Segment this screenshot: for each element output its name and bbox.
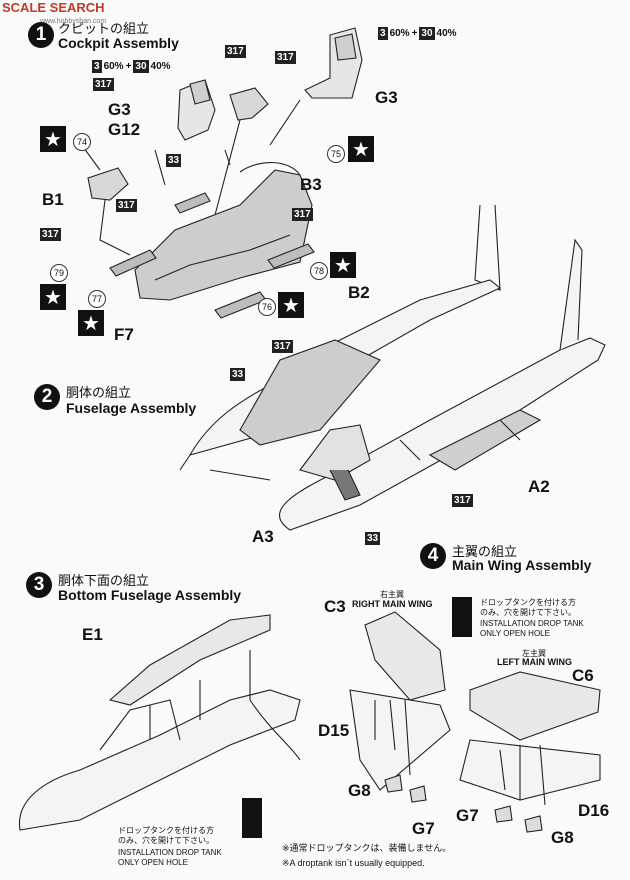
step-4-title-jp: 主翼の組立 (452, 545, 518, 560)
part-a2: A2 (528, 477, 550, 496)
bottom-fuselage-shape (18, 614, 301, 831)
seat-g3-left (177, 79, 216, 141)
step-3-title-en: Bottom Fuselage Assembly (58, 587, 242, 603)
watermark-url: www.hobbyshan.com (40, 18, 107, 25)
paint-317: 317 (292, 208, 313, 221)
decal-76: 76 (258, 298, 276, 316)
part-g7: G7 (456, 806, 479, 825)
part-g3: G3 (375, 88, 398, 107)
paint-317: 317 (40, 228, 61, 241)
left-wing-jp: 左主翼 (522, 649, 546, 658)
part-a3: A3 (252, 527, 274, 546)
step-4-title-en: Main Wing Assembly (452, 557, 592, 573)
drop-tank-icon (452, 597, 472, 637)
paint-33: 33 (166, 154, 182, 167)
footer-note-en: ※A droptank isn`t usually equipped. (282, 858, 425, 868)
drop-tank-note-en1: INSTALLATION DROP TANK (480, 619, 584, 628)
part-e1: E1 (82, 625, 103, 644)
star-icon: ★ (348, 136, 374, 162)
part-b1: B1 (42, 190, 64, 209)
star-icon: ★ (78, 310, 104, 336)
part-g12: G12 (108, 120, 141, 139)
drop-tank-note-en2: ONLY OPEN HOLE (480, 629, 550, 638)
part-c6: C6 (572, 666, 594, 685)
part-b3: B3 (300, 175, 322, 194)
decal-77: 77 (88, 290, 106, 308)
drop-tank-note-en1: INSTALLATION DROP TANK (118, 848, 222, 857)
drop-tank-note-jp2: のみ、穴を開けて下さい。 (118, 836, 214, 845)
drop-tank-note-jp1: ドロップタンクを付ける方 (118, 826, 214, 835)
paint-317: 317 (93, 78, 114, 91)
part-c3: C3 (324, 597, 346, 616)
paint-317: 317 (272, 340, 293, 353)
drop-tank-note-en2: ONLY OPEN HOLE (118, 858, 188, 867)
decal-74: 74 (73, 133, 91, 151)
part-d16: D16 (578, 801, 610, 820)
footer-note-jp: ※通常ドロップタンクは、装備しません。 (282, 844, 452, 854)
paint-317: 317 (275, 51, 296, 64)
part-g7: G7 (412, 819, 435, 838)
step-3-title-jp: 胴体下面の組立 (58, 574, 150, 589)
decal-78: 78 (310, 262, 328, 280)
right-wing-en: RIGHT MAIN WING (352, 599, 433, 609)
star-icon: ★ (40, 284, 66, 310)
part-g8: G8 (348, 781, 371, 800)
left-wing-en: LEFT MAIN WING (497, 657, 572, 667)
star-icon: ★ (40, 126, 66, 152)
star-icon: ★ (330, 252, 356, 278)
paint-33: 33 (230, 368, 246, 381)
part-g3: G3 (108, 100, 131, 119)
right-wing-jp: 右主翼 (380, 590, 404, 599)
seat-g3-right (304, 27, 363, 99)
star-icon: ★ (278, 292, 304, 318)
drop-tank-icon (242, 798, 262, 838)
step-1-title-en: Cockpit Assembly (58, 35, 179, 51)
step-3-number: 3 (26, 572, 52, 598)
step-2-title-jp: 胴体の組立 (66, 386, 132, 401)
paint-317: 317 (116, 199, 137, 212)
paint-33: 33 (365, 532, 381, 545)
part-b2: B2 (348, 283, 370, 302)
step-1-title-jp: クピットの組立 (58, 22, 150, 37)
part-f7: F7 (114, 325, 134, 344)
part-g8: G8 (551, 828, 574, 847)
step-4-number: 4 (420, 543, 446, 569)
step-2-number: 2 (34, 384, 60, 410)
step-2-title-en: Fuselage Assembly (66, 400, 197, 416)
watermark-logo: SCALE SEARCH (2, 0, 105, 15)
part-d15: D15 (318, 721, 350, 740)
decal-75: 75 (327, 145, 345, 163)
paint-317: 317 (225, 45, 246, 58)
decal-79: 79 (50, 264, 68, 282)
paint-317: 317 (452, 494, 473, 507)
drop-tank-note-jp1: ドロップタンクを付ける方 (480, 598, 576, 607)
fuselage-shape (179, 204, 606, 531)
step-1-number: 1 (28, 22, 54, 48)
drop-tank-note-jp2: のみ、穴を開けて下さい。 (480, 608, 576, 617)
